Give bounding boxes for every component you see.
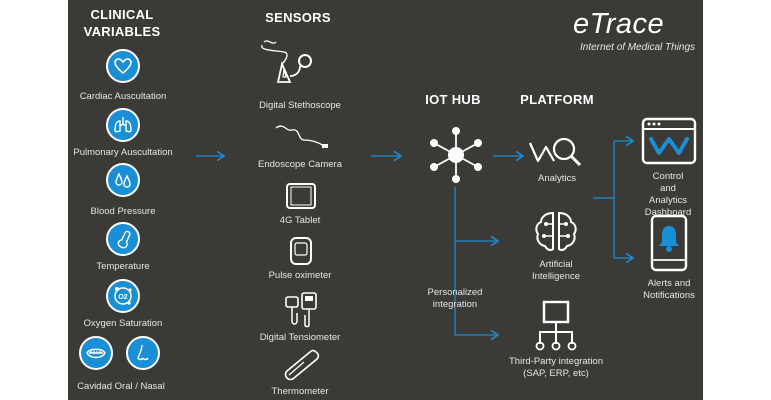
- stethoscope-icon: [261, 40, 312, 83]
- dashboard-line1: Control and: [652, 171, 684, 194]
- svg-text:O2: O2: [118, 294, 127, 301]
- lungs-icon: [106, 108, 140, 142]
- hub-network-icon: [430, 127, 482, 183]
- brand-logo: eTrace: [573, 8, 665, 40]
- flow-connectors: [196, 0, 703, 400]
- header-clinical-line2: VARIABLES: [83, 24, 161, 39]
- alerts-line1: Alerts and: [647, 278, 691, 289]
- sensor-label-pulse-oximeter: Pulse oximeter: [268, 270, 332, 281]
- sensor-label-endoscope: Endoscope Camera: [258, 159, 342, 170]
- tablet-icon: [286, 183, 316, 209]
- dashboard-line3: Dashboard: [644, 207, 692, 218]
- platform-label-ai: Artificial Intelligence: [532, 259, 580, 283]
- header-sensors: SENSORS: [265, 10, 331, 25]
- integration-icon: [535, 300, 577, 351]
- mouth-icon: [79, 336, 113, 370]
- brand-tagline: Internet of Medical Things: [580, 42, 696, 53]
- thermometer-clinical-icon: [106, 222, 140, 256]
- endoscope-icon: [275, 125, 328, 148]
- sensor-label-stethoscope: Digital Stethoscope: [259, 100, 341, 111]
- header-iot-hub: IOT HUB: [425, 92, 481, 107]
- clinical-label-temperature: Temperature: [96, 261, 150, 272]
- alerts-line2: Notifications: [643, 290, 695, 301]
- clinical-label-oral-nasal: Cavidad Oral / Nasal: [77, 381, 165, 392]
- ai-line1: Artificial: [539, 259, 573, 270]
- clinical-label-cardiac: Cardiac Auscultation: [79, 91, 167, 102]
- clinical-label-blood-pressure: Blood Pressure: [90, 206, 156, 217]
- ai-brain-icon: [535, 211, 577, 251]
- analytics-icon: [528, 137, 582, 167]
- header-platform: PLATFORM: [520, 92, 594, 107]
- output-label-alerts: Alerts and Notifications: [643, 278, 695, 302]
- personalized-integration-label: Personalized integration: [428, 287, 483, 311]
- header-clinical-variables: CLINICAL VARIABLES: [82, 6, 162, 40]
- thermometer-sensor-icon: [284, 349, 320, 381]
- clinical-label-pulmonary: Pulmonary Auscultation: [73, 147, 173, 158]
- pulse-oximeter-icon: [290, 237, 312, 265]
- dashboard-line2: Analytics: [648, 195, 688, 206]
- sensor-label-tensiometer: Digital Tensiometer: [259, 332, 341, 343]
- platform-label-third-party: Third-Party integration (SAP, ERP, etc): [509, 356, 603, 380]
- dashboard-icon: [641, 117, 697, 165]
- bell-phone-icon: [650, 214, 688, 272]
- sensor-label-tablet: 4G Tablet: [279, 215, 321, 226]
- blood-drops-icon: [106, 163, 140, 197]
- integration-line1: Personalized: [427, 287, 483, 298]
- platform-label-analytics: Analytics: [537, 173, 577, 184]
- sensor-label-thermometer: Thermometer: [271, 386, 329, 397]
- output-label-dashboard: Control and Analytics Dashboard: [645, 171, 691, 219]
- nose-icon: [126, 336, 160, 370]
- heart-icon: [106, 49, 140, 83]
- third-party-line2: (SAP, ERP, etc): [523, 368, 589, 379]
- diagram-canvas: eTrace Internet of Medical Things CLINIC…: [68, 0, 703, 400]
- ai-line2: Intelligence: [531, 271, 581, 282]
- header-clinical-line1: CLINICAL: [90, 7, 154, 22]
- clinical-label-oxygen: Oxygen Saturation: [83, 318, 163, 329]
- third-party-line1: Third-Party integration: [509, 356, 603, 367]
- oxygen-icon: O2: [106, 279, 140, 313]
- tensiometer-icon: [285, 292, 317, 328]
- integration-line2: integration: [432, 299, 478, 310]
